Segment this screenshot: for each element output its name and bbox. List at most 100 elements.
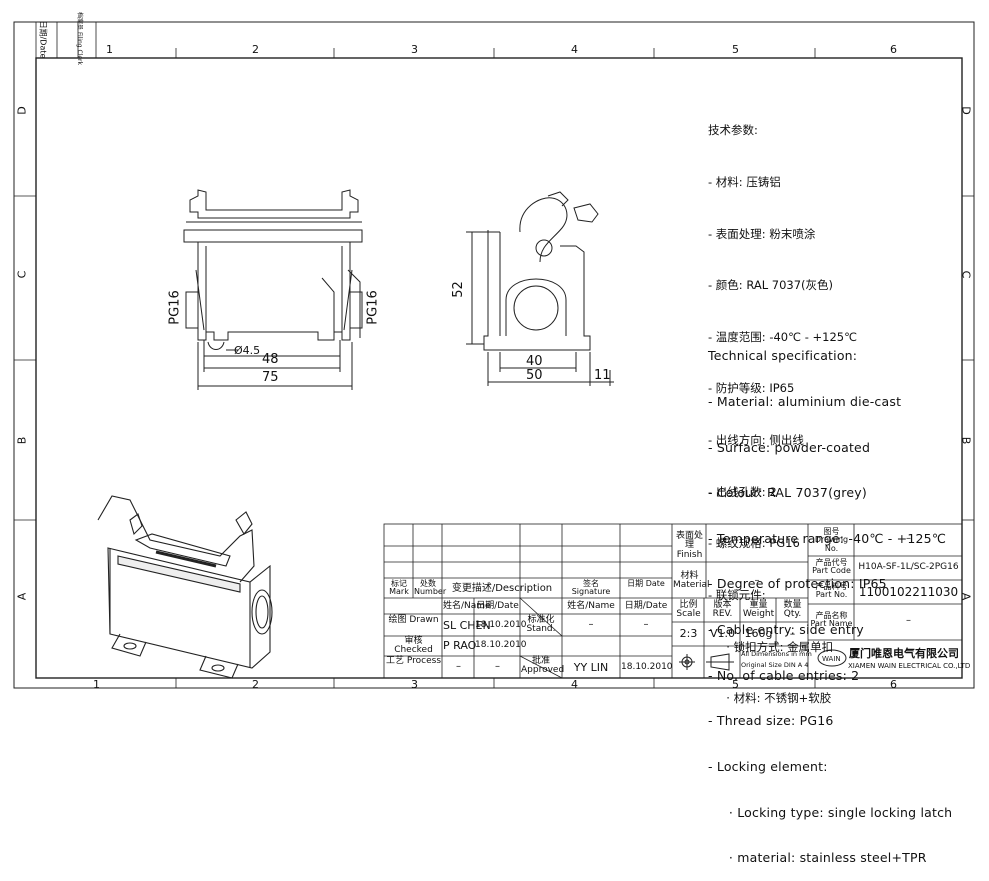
- row-letter: B: [959, 436, 973, 445]
- col-number: 5: [732, 43, 739, 56]
- specs-cn: 技术参数: - 材料: 压铸铝 - 表面处理: 粉末喷涂 - 颜色: RAL 7…: [708, 88, 857, 725]
- tb-rev-value: V1.0: [709, 627, 736, 640]
- tb-scale-value: 2:3: [679, 627, 698, 640]
- tb-date-label: 日期 Date: [627, 579, 665, 588]
- tb-rev-label: 版本 REV.: [712, 600, 733, 620]
- col-number: 6: [890, 43, 897, 56]
- spec-cn-item: - 联锁元件:: [708, 587, 766, 602]
- svg-text:WAIN: WAIN: [822, 655, 841, 663]
- dim-50: 50: [526, 368, 543, 383]
- tb-mark-label: 标记 Mark: [389, 579, 409, 597]
- spec-en-item: · material: stainless steel+TPR: [708, 850, 927, 866]
- row-letter: D: [959, 106, 973, 115]
- dim-48: 48: [262, 352, 279, 367]
- dim-hole: Ø4.5: [234, 344, 261, 357]
- tb-approved-name: YY LIN: [573, 661, 609, 674]
- tb-dims-note-2: Original Size DIN A 4: [741, 661, 809, 669]
- spec-cn-item: - 表面处理: 粉末喷涂: [708, 226, 816, 241]
- col-number: 4: [571, 678, 578, 691]
- spec-cn-item: - 出线方向: 侧出线: [708, 433, 804, 448]
- tb-qty-value: –: [789, 627, 796, 640]
- col-number: 2: [252, 678, 259, 691]
- dim-pg16-left: PG16: [167, 290, 183, 325]
- tb-weight-label: 重量 Weight: [742, 600, 775, 620]
- tb-drawn-date: 18.10.2010: [475, 620, 527, 630]
- tb-stand-name: –: [588, 619, 594, 630]
- dim-pg16-right: PG16: [365, 290, 381, 325]
- spec-en-item: - No. of cable entries: 2: [708, 667, 860, 683]
- spec-en-item: - Cable entry: side entry: [708, 622, 864, 638]
- spec-en-item: - Colour: RAL 7037(grey): [708, 485, 867, 501]
- spec-cn-item: - 螺纹规格: PG16: [708, 536, 800, 551]
- spec-en-item: - Material: aluminium die-cast: [708, 394, 902, 410]
- tb-approved-date: 18.10.2010: [621, 662, 673, 672]
- tb-company-en: XIAMEN WAIN ELECTRICAL CO.,LTD: [848, 662, 971, 670]
- tb-stand-date: –: [643, 619, 649, 630]
- dim-40: 40: [526, 354, 543, 369]
- spec-en-item: - Surface: powder-coated: [708, 439, 871, 455]
- row-letter: D: [15, 106, 29, 115]
- tb-part-code: H10A-SF-1L/SC-2PG16: [858, 562, 959, 572]
- tb-approved-label: 批准 Approved: [521, 656, 565, 676]
- spec-en-item: - Thread size: PG16: [708, 713, 834, 729]
- filing-date-label: 日期/Date: [38, 20, 48, 59]
- tb-name-header: 姓名/Name: [443, 601, 491, 611]
- tb-scale-label: 比例 Scale: [676, 600, 701, 620]
- tb-part-no-label: 产品料号 Part No.: [815, 582, 848, 600]
- tb-part-code-label: 产品代号 Part Code: [812, 558, 851, 576]
- spec-cn-item: - 材料: 压铸铝: [708, 175, 781, 190]
- spec-cn-item: - 防护等级: IP65: [708, 381, 795, 396]
- tb-finish-label: 表面处理 Finish: [675, 531, 703, 560]
- tb-description-label: 变更描述/Description: [451, 583, 553, 594]
- tb-material-label: 材料 Material: [673, 571, 710, 591]
- col-number: 4: [571, 43, 578, 56]
- title-block-lines: [383, 523, 963, 679]
- projection-symbol-icon: [679, 653, 734, 671]
- front-view: [183, 189, 363, 390]
- tb-weight-value: 160g: [744, 627, 773, 640]
- dim-11: 11: [594, 368, 611, 383]
- tb-drawn-label: 绘图 Drawn: [388, 615, 439, 625]
- spec-cn-item: - 颜色: RAL 7037(灰色): [708, 278, 834, 293]
- tb-stand-label: 标准化 Stand.: [526, 615, 556, 635]
- row-letter: C: [959, 270, 973, 279]
- specs-en-title: Technical specification:: [708, 348, 858, 364]
- tb-checked-date: 18.10.2010: [475, 640, 527, 650]
- side-view: [466, 191, 614, 386]
- filing-clerk-label: 档案员 Filing Clerk: [75, 12, 83, 65]
- spec-en-item: - Locking element:: [708, 758, 828, 774]
- drawing-sheet: WAIN: [13, 21, 975, 689]
- spec-en-item: - Degree of protection: IP65: [708, 576, 887, 592]
- tb-date-header-2: 日期/Date: [624, 601, 668, 611]
- row-letter: B: [15, 436, 29, 445]
- tb-process-name: –: [456, 661, 461, 672]
- tb-part-no: 1100102211030: [858, 585, 959, 599]
- col-number: 1: [93, 678, 100, 691]
- row-letter: A: [15, 592, 29, 601]
- tb-part-name: –: [906, 615, 911, 626]
- logo-icon: WAIN: [817, 649, 847, 667]
- tb-company-cn: 厦门唯恩电气有限公司: [849, 647, 959, 660]
- tb-finish-value: –: [754, 535, 760, 546]
- col-number: 3: [411, 678, 418, 691]
- dim-52: 52: [450, 281, 466, 298]
- tb-checked-label: 审核 Checked: [394, 636, 433, 656]
- tb-part-name-label: 产品名称 Part Name: [810, 611, 853, 629]
- spec-cn-item: - 温度范围: -40℃ - +125℃: [708, 329, 857, 344]
- isometric-view: [97, 495, 273, 679]
- spec-cn-item: - 出线孔数: 2: [708, 484, 777, 499]
- spec-en-item: · Locking type: single locking latch: [708, 804, 953, 820]
- tb-name-header-2: 姓名/Name: [567, 601, 615, 611]
- tb-process-date: –: [495, 661, 500, 672]
- col-number: 6: [890, 678, 897, 691]
- col-number: 2: [252, 43, 259, 56]
- tb-process-label: 工艺 Process: [386, 656, 442, 666]
- spec-cn-item: · 锁扣方式: 金属单扣: [708, 639, 834, 654]
- tb-number-label: 处数 Number: [414, 579, 447, 597]
- tb-drawing-no-label: 图号 Drawing No.: [814, 527, 849, 553]
- specs-cn-title: 技术参数:: [708, 123, 758, 138]
- tb-date-header: 日期/Date: [476, 601, 519, 611]
- tb-checked-name: P RAO: [443, 639, 477, 652]
- tb-dims-note-1: All Dimensions in mm: [741, 650, 812, 658]
- spec-en-item: - Temperature range: -40℃ - +125℃: [708, 530, 947, 546]
